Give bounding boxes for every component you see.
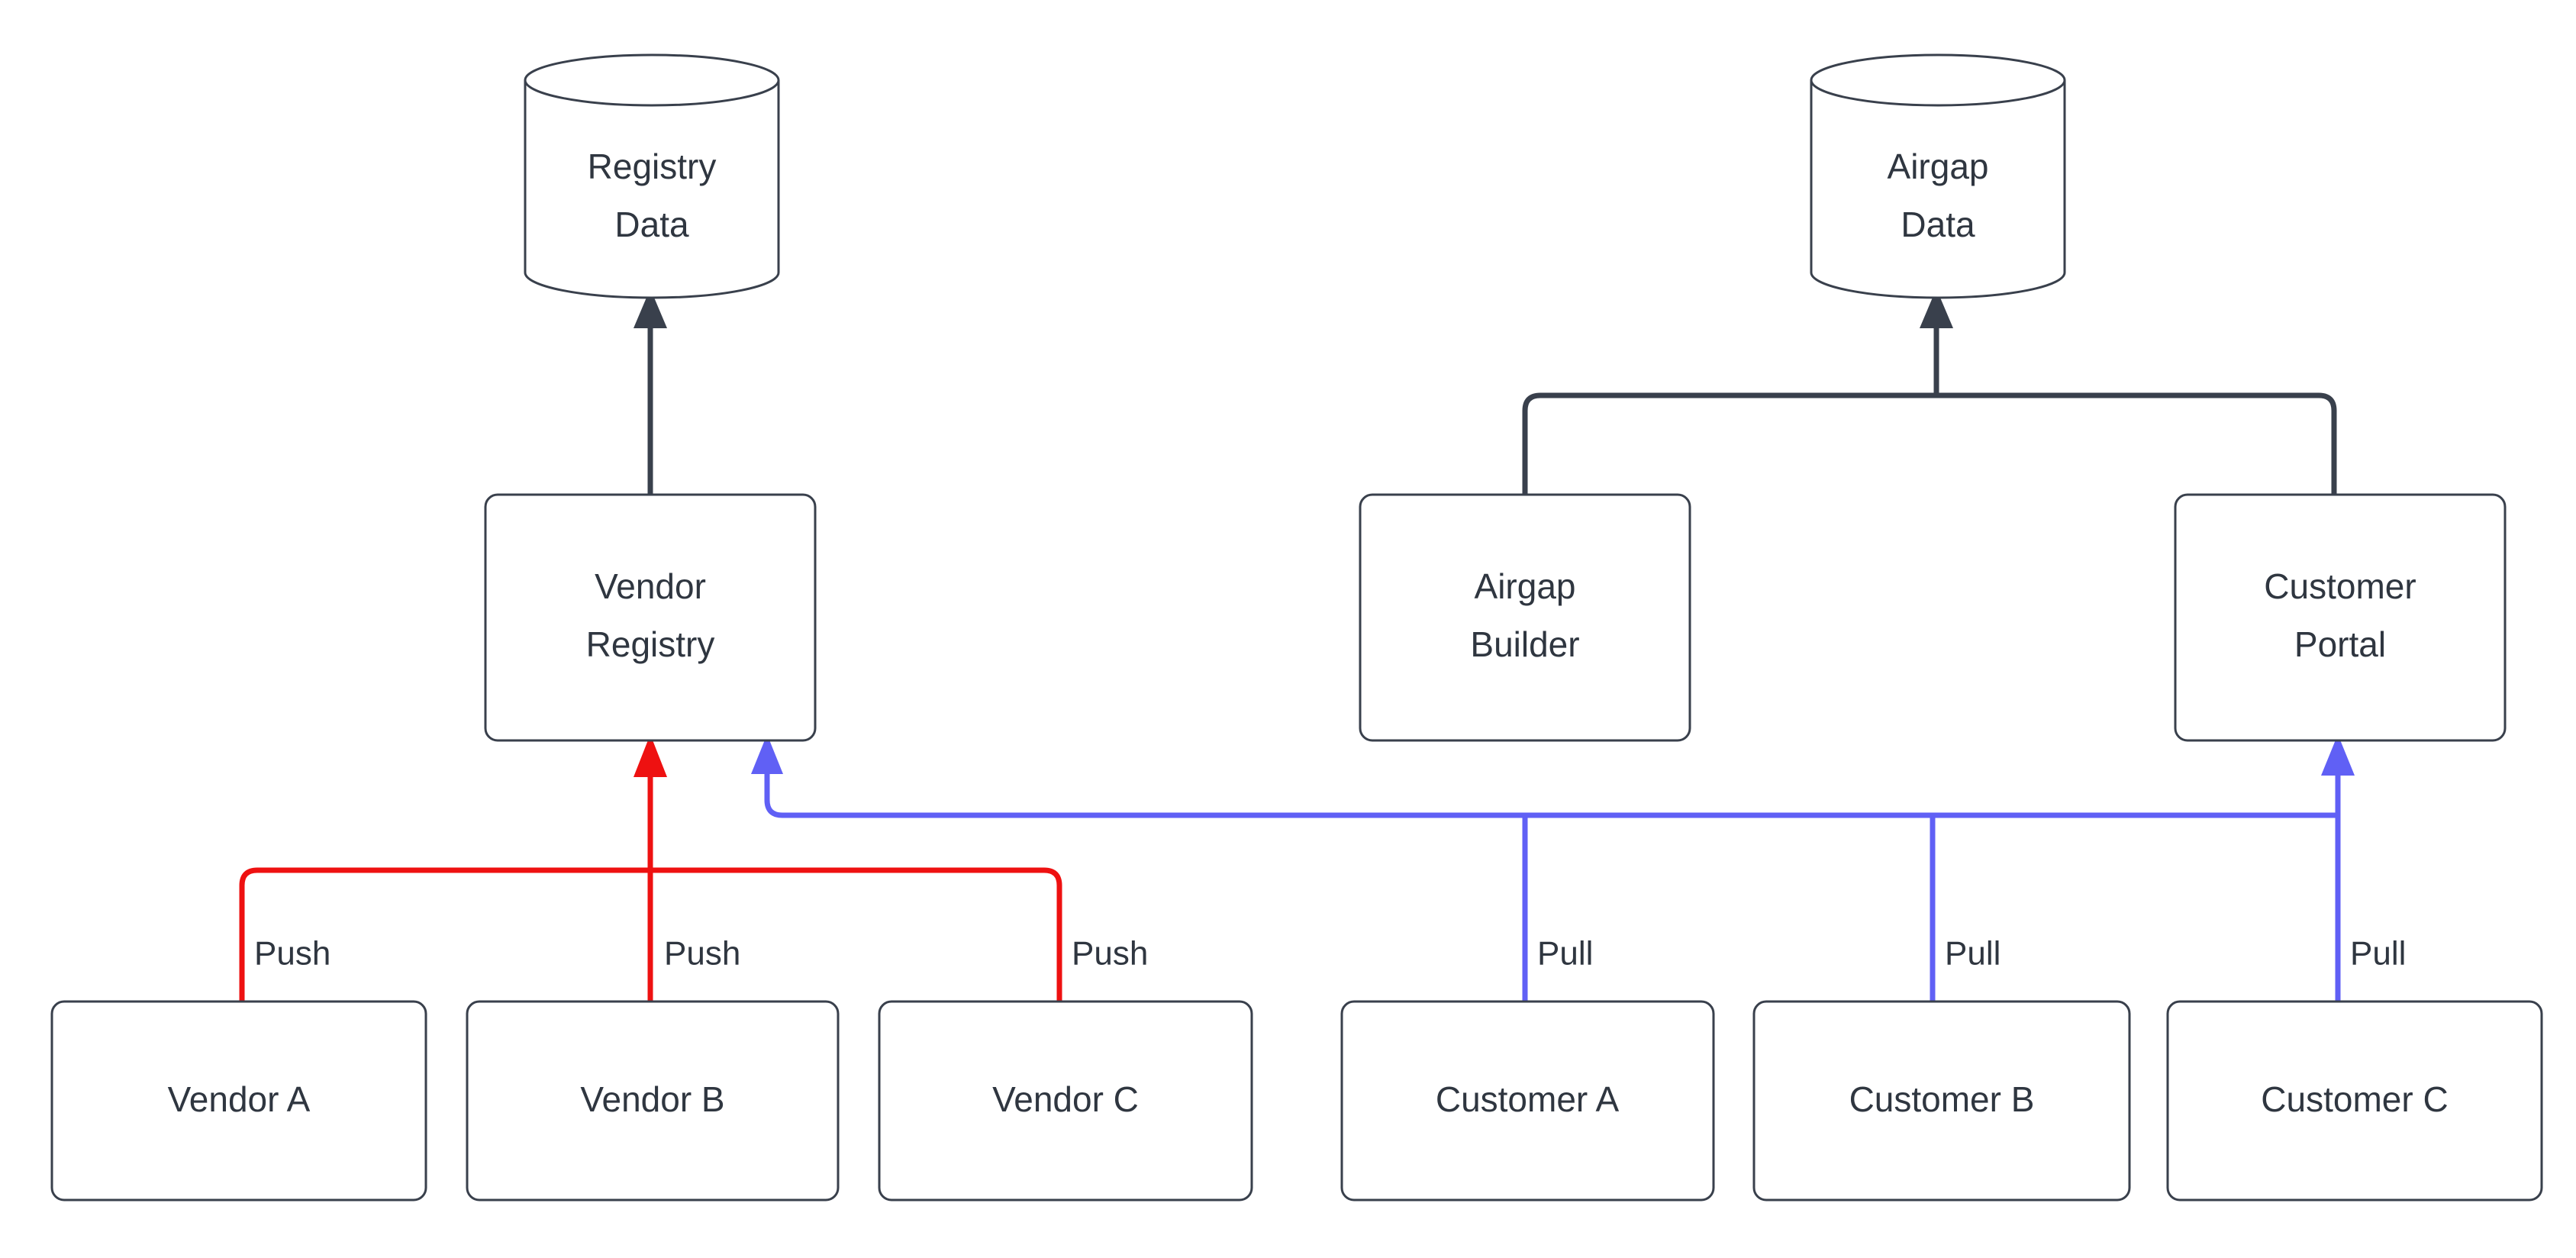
edge-line — [239, 867, 650, 1002]
node-label: Customer B — [1849, 1079, 2035, 1119]
edge-label-pull-customer-a: Pull — [1537, 935, 1593, 973]
node-box — [2174, 493, 2507, 742]
edge-line — [1936, 392, 2337, 495]
edge-pull-customer-c — [2321, 734, 2355, 1002]
node-box — [1340, 1000, 1715, 1202]
edge-label-push-vendor-b: Push — [664, 935, 740, 973]
node-label-line1: Customer — [2264, 566, 2416, 606]
edge-airgap-trunk — [1920, 289, 1953, 395]
edge-label-push-vendor-c: Push — [1072, 935, 1148, 973]
arrowhead-up-icon — [1920, 289, 1953, 328]
node-vendor-b[interactable]: Vendor B — [466, 1000, 840, 1202]
node-customer-c[interactable]: Customer C — [2166, 1000, 2543, 1202]
edge-line — [1522, 392, 1936, 495]
cylinder-top — [524, 53, 780, 107]
node-box — [1359, 493, 1691, 742]
arrowhead-up-icon — [751, 734, 783, 774]
edge-label-pull-customer-b: Pull — [1945, 935, 2001, 973]
node-box — [2166, 1000, 2543, 1202]
node-label: Vendor A — [168, 1079, 311, 1119]
cylinder-body — [1810, 80, 2066, 299]
node-box — [878, 1000, 1253, 1202]
arrowhead-up-icon — [2321, 734, 2355, 776]
node-label: Vendor B — [580, 1079, 724, 1119]
node-airgap-data[interactable]: Airgap Data — [1810, 53, 2066, 299]
node-customer-b[interactable]: Customer B — [1752, 1000, 2131, 1202]
edge-push-vendor-c — [650, 867, 1062, 1002]
edge-label-pull-customer-c: Pull — [2350, 935, 2406, 973]
edge-line — [650, 867, 1062, 1002]
node-label: Customer A — [1436, 1079, 1620, 1119]
node-customer-portal[interactable]: Customer Portal — [2174, 493, 2507, 742]
node-label-line1: Vendor — [595, 566, 706, 606]
cylinder-body — [524, 80, 780, 299]
node-label: Customer C — [2261, 1079, 2448, 1119]
edge-push-vendor-a — [239, 867, 650, 1002]
arrowhead-up-icon — [634, 289, 667, 328]
node-label-line2: Builder — [1470, 624, 1579, 664]
node-vendor-registry[interactable]: Vendor Registry — [484, 493, 817, 742]
node-label-line2: Portal — [2294, 624, 2386, 664]
cylinder-top — [1810, 53, 2066, 107]
edge-line — [764, 763, 2338, 818]
node-label: Vendor C — [992, 1079, 1139, 1119]
node-airgap-builder[interactable]: Airgap Builder — [1359, 493, 1691, 742]
edge-customer-portal-to-airgap-data — [1936, 392, 2337, 495]
node-label-line2: Data — [1901, 205, 1975, 244]
edge-label-push-vendor-a: Push — [254, 935, 330, 973]
node-vendor-a[interactable]: Vendor A — [50, 1000, 427, 1202]
node-label-line2: Data — [614, 205, 689, 244]
edge-airgap-builder-to-airgap-data — [1522, 392, 1936, 495]
node-customer-a[interactable]: Customer A — [1340, 1000, 1715, 1202]
node-vendor-c[interactable]: Vendor C — [878, 1000, 1253, 1202]
node-label-line1: Airgap — [1888, 147, 1989, 186]
edge-pull-trunk-to-vendor-registry — [751, 734, 2338, 818]
edge-vendor-registry-to-registry-data — [634, 289, 667, 495]
node-box — [466, 1000, 840, 1202]
node-box — [1752, 1000, 2131, 1202]
node-registry-data[interactable]: Registry Data — [524, 53, 780, 299]
node-label-line1: Airgap — [1475, 566, 1576, 606]
edge-push-trunk — [634, 734, 667, 870]
node-label-line1: Registry — [588, 147, 717, 186]
node-box — [50, 1000, 427, 1202]
arrowhead-up-icon — [634, 734, 667, 777]
node-box — [484, 493, 817, 742]
node-label-line2: Registry — [586, 624, 715, 664]
